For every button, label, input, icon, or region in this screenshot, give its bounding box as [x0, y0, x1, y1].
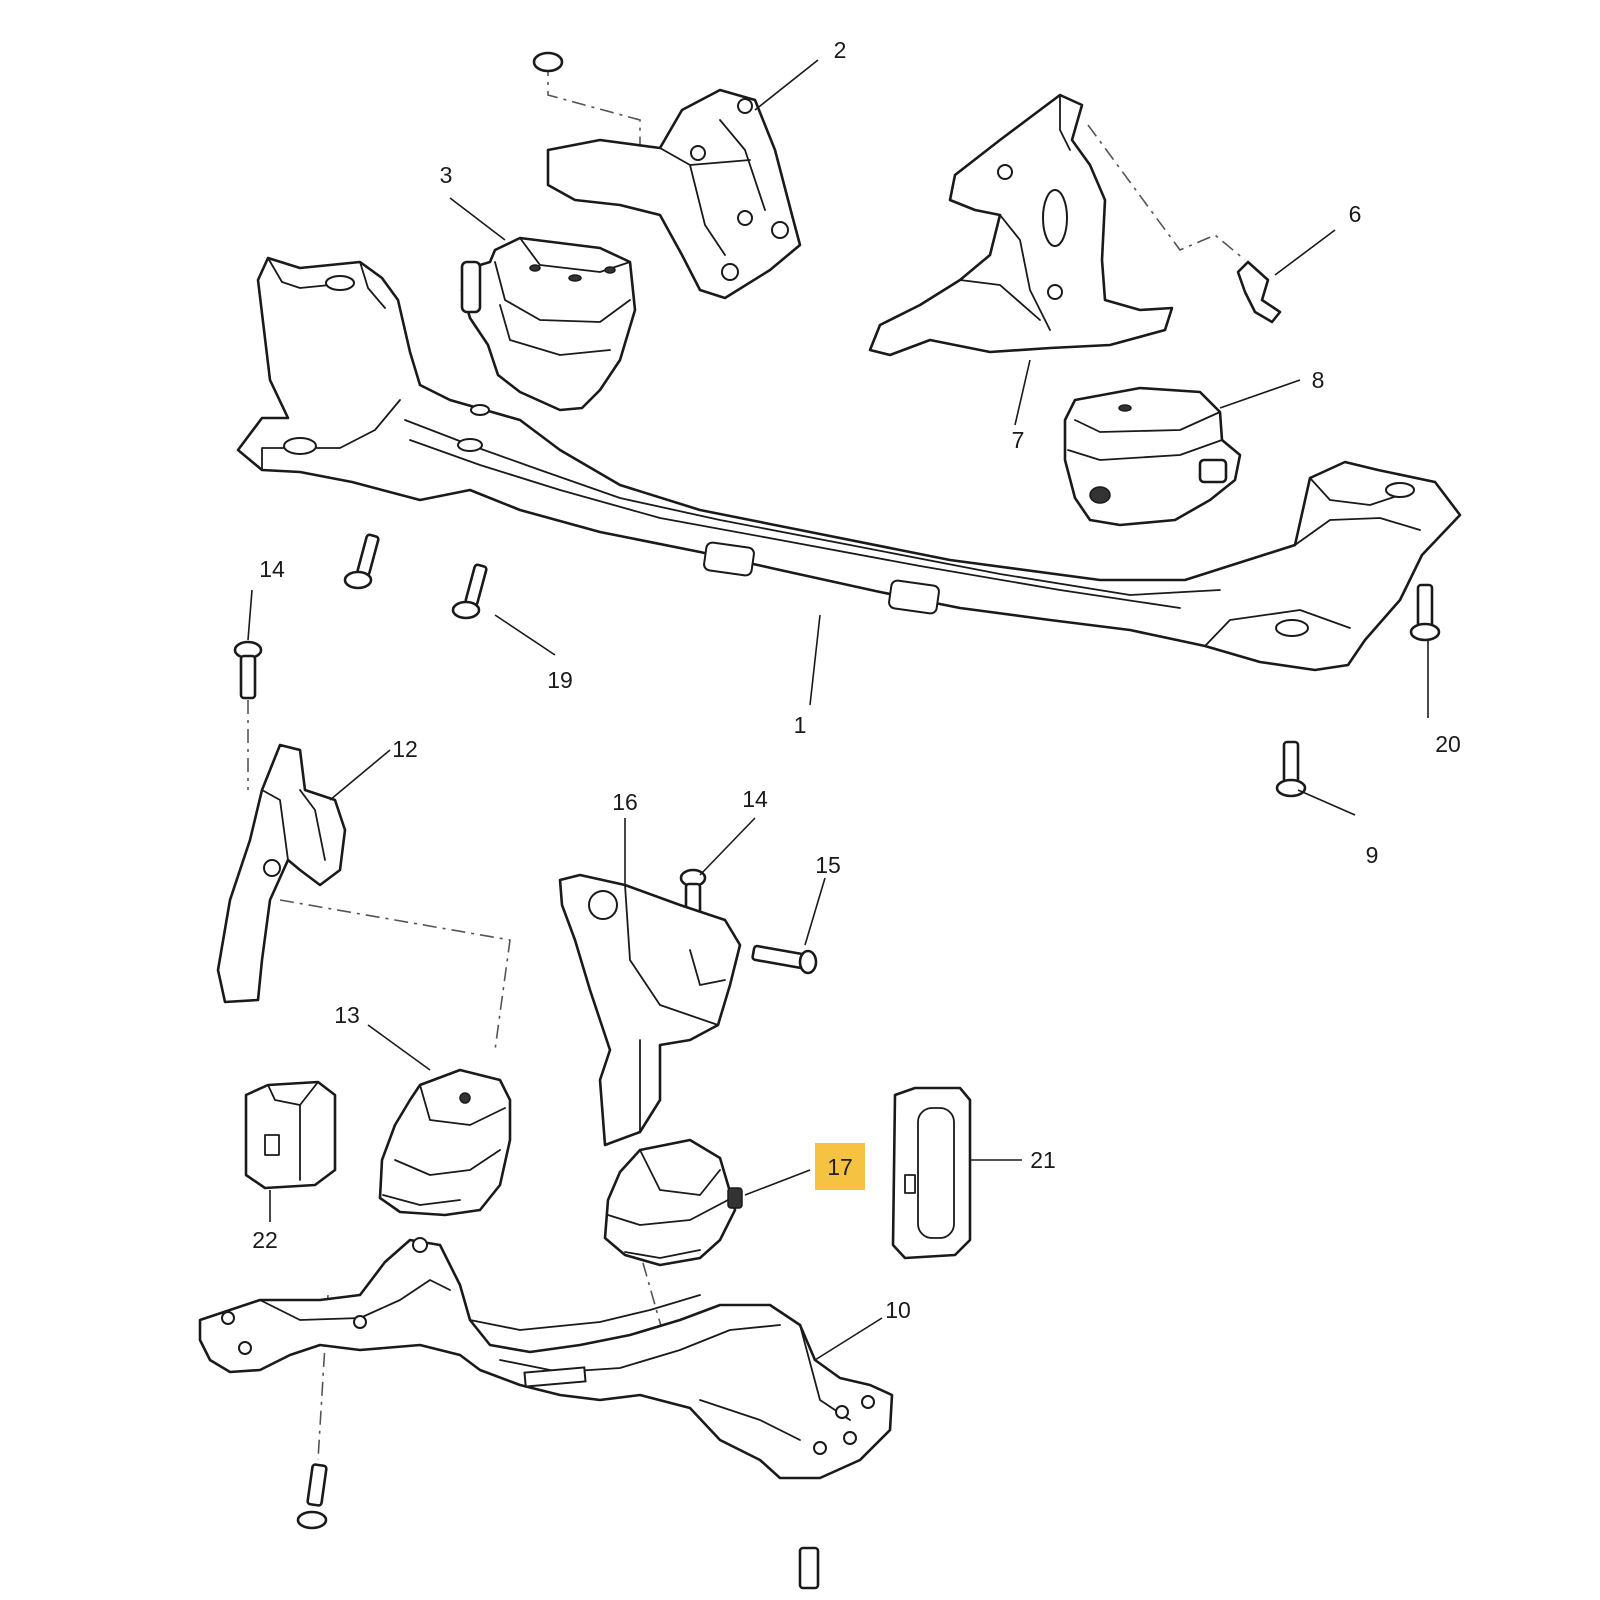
bolt-15	[751, 944, 818, 975]
part-1-crossmember	[236, 256, 1462, 672]
bolt-left-upper	[343, 533, 380, 590]
callout-19: 19	[547, 667, 573, 693]
bolt-9	[1275, 740, 1307, 798]
callout-14-center: 14	[742, 786, 768, 812]
callout-21: 21	[1030, 1147, 1056, 1173]
top-nut	[532, 51, 564, 73]
leader-lines	[247, 59, 1429, 1361]
part-3-engine-mount	[460, 236, 637, 412]
highlight-box-17	[815, 1143, 865, 1190]
callout-14-left: 14	[259, 556, 285, 582]
part-7-bracket	[868, 93, 1174, 357]
part-12-bracket	[216, 743, 347, 1004]
callout-6: 6	[1349, 201, 1362, 227]
part-22-bushing	[244, 1080, 337, 1190]
callout-16: 16	[612, 789, 638, 815]
bolt-14-left	[233, 640, 263, 700]
part-2-bracket	[546, 88, 802, 300]
callout-13: 13	[334, 1002, 360, 1028]
callout-20: 20	[1435, 731, 1461, 757]
callout-1: 1	[794, 712, 807, 738]
part-8-engine-mount	[1063, 386, 1242, 527]
callout-labels: 1 2 3 6 7 8 9 10 12 13 14 14 15 16 17 19…	[252, 37, 1461, 1323]
callout-10: 10	[885, 1297, 911, 1323]
callout-15: 15	[815, 852, 841, 878]
callout-8: 8	[1312, 367, 1325, 393]
part-16-bracket	[558, 873, 742, 1147]
bolt-19	[451, 563, 488, 620]
callout-12: 12	[392, 736, 418, 762]
callout-17: 17	[827, 1154, 853, 1180]
bolt-6	[1236, 260, 1282, 324]
alignment-lines	[247, 62, 1246, 1461]
part-21-pad	[891, 1086, 972, 1260]
callout-9: 9	[1366, 842, 1379, 868]
callout-2: 2	[834, 37, 847, 63]
callout-22: 22	[252, 1227, 278, 1253]
callout-3: 3	[440, 162, 453, 188]
bolt-20	[1409, 583, 1441, 642]
part-17-mount	[603, 1138, 743, 1267]
bolt-bottom-center	[798, 1546, 820, 1590]
part-13-mount	[378, 1068, 512, 1217]
bolt-bottom-left	[296, 1463, 328, 1530]
part-10-crossmember	[198, 1237, 894, 1480]
callout-7: 7	[1012, 427, 1025, 453]
